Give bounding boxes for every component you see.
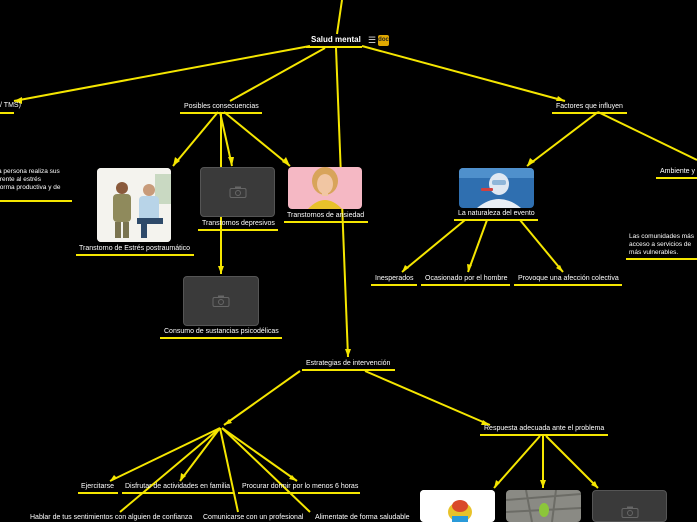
environment-note-line: más vulnerables. — [629, 249, 679, 256]
root-title: Salud mental — [311, 35, 361, 44]
exercise-label: Ejercitarse — [81, 483, 115, 490]
family-label: Disfrutar de actividades en familia — [125, 483, 231, 490]
sleep-label: Procurar dormir por lo menos 6 horas — [242, 483, 359, 490]
ptsd-label: Transtorno de Estrés postraumático — [79, 245, 191, 252]
left-note-line: frente al estrés — [0, 176, 41, 183]
anxiety-underline — [284, 221, 368, 223]
strategies-title: Estrategias de intervención — [306, 360, 391, 367]
response-image-1[interactable] — [420, 490, 495, 522]
response-image-2[interactable] — [506, 490, 581, 522]
environment-note-underline — [626, 258, 697, 260]
event-label: La naturaleza del evento — [458, 210, 535, 217]
anxiety-label: Transtornos de ansiedad — [287, 212, 365, 219]
environment-note: Las comunidades más acceso a servicios d… — [629, 233, 697, 257]
depression-image-placeholder — [200, 167, 275, 217]
factors-underline — [552, 112, 627, 114]
camera-icon — [621, 506, 638, 518]
depression-underline — [198, 229, 278, 231]
left-note-line: forma productiva y de — [0, 184, 61, 191]
anxious-woman-image — [288, 167, 362, 209]
environment-note-line: Las comunidades más — [629, 233, 695, 240]
menu-icon[interactable]: ☰ — [368, 35, 377, 45]
left-note-line: a persona realiza sus — [0, 168, 60, 175]
collective-underline — [514, 284, 622, 286]
substances-label: Consumo de sustancias psicodélicas — [164, 328, 279, 335]
plant-ground-image — [506, 490, 581, 522]
event-image — [459, 168, 534, 208]
exercise-underline — [78, 492, 118, 494]
anxiety-image — [288, 167, 362, 209]
man-made-underline — [421, 284, 510, 286]
strategies-underline — [302, 369, 395, 371]
camera-icon — [212, 295, 230, 307]
consequences-underline — [180, 112, 262, 114]
ptsd-image — [97, 168, 171, 242]
environment-underline — [656, 177, 697, 179]
substances-image-placeholder — [183, 276, 259, 326]
unexpected-underline — [371, 284, 417, 286]
unexpected-label: Inesperados — [375, 275, 414, 282]
response-underline — [480, 434, 608, 436]
healthy-eating-label: Alimentate de forma saludable — [315, 514, 410, 521]
professional-label: Comunicarse con un profesional — [203, 514, 304, 521]
man-made-label: Ocasionado por el hombre — [425, 275, 508, 282]
family-underline — [122, 492, 234, 494]
left-branch-note: a persona realiza sus frente al estrés f… — [0, 168, 70, 192]
consequences-title: Posibles consecuencias — [184, 103, 259, 110]
response-title: Respuesta adecuada ante el problema — [484, 425, 605, 432]
environment-note-line: acceso a servicios de — [629, 241, 692, 248]
substances-underline — [160, 337, 282, 339]
environment-label: Ambiente y — [660, 168, 696, 175]
soldier-therapy-image — [97, 168, 171, 242]
collective-label: Provoque una afección colectiva — [518, 275, 619, 282]
depression-label: Transtornos depresivos — [202, 220, 275, 227]
note-icon[interactable]: doc — [378, 35, 389, 46]
factors-title: Factores que influyen — [556, 103, 623, 110]
health-worker-image — [459, 168, 534, 208]
ptsd-underline — [76, 254, 194, 256]
cartoon-person-image — [420, 490, 495, 522]
left-branch-underline — [0, 112, 14, 114]
event-underline — [454, 219, 538, 221]
left-note-underline — [0, 200, 72, 202]
camera-icon — [229, 186, 246, 198]
response-image-placeholder[interactable] — [592, 490, 667, 522]
talk-label: Hablar de tus sentimientos con alguien d… — [30, 514, 193, 521]
left-branch-title: (TEPT / TMS) — [0, 102, 21, 109]
root-underline — [306, 46, 362, 48]
sleep-underline — [238, 492, 360, 494]
